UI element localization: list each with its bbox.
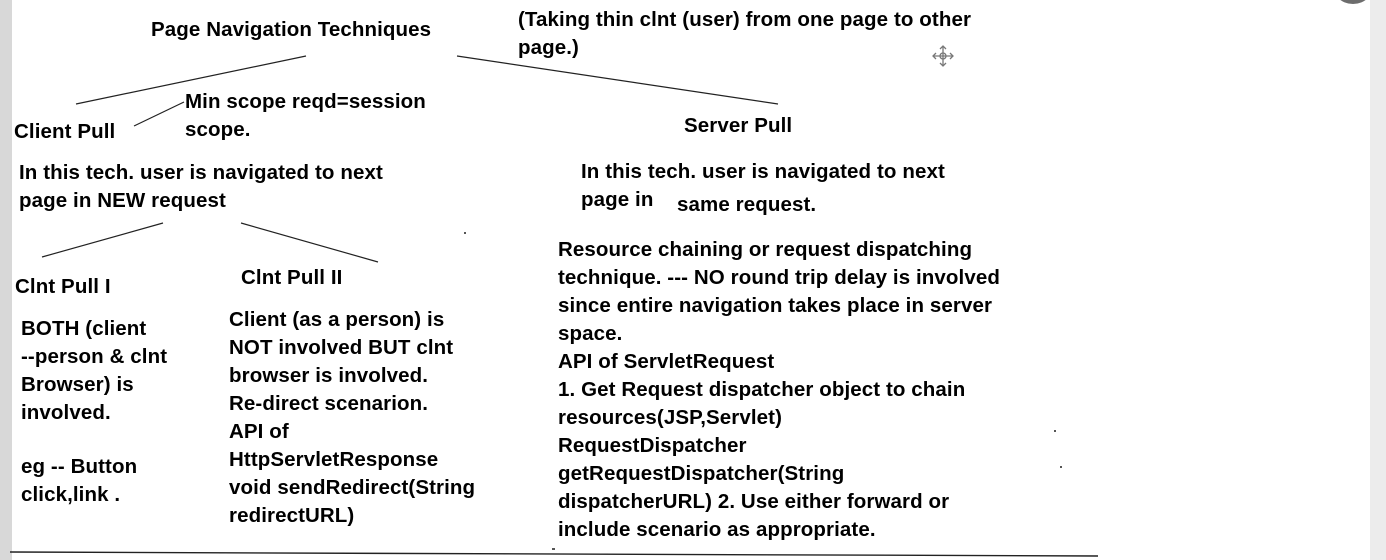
line-title-to-client-pull <box>75 55 307 105</box>
scan-dot <box>464 232 466 234</box>
client-pull-label: Client Pull <box>14 120 116 143</box>
scan-dot <box>1054 430 1056 432</box>
line-desc-to-pull-2 <box>240 222 379 263</box>
window-right-edge <box>1370 0 1386 560</box>
clnt-pull-1-label: Clnt Pull I <box>15 275 111 298</box>
clnt-pull-2-text: Client (as a person) is NOT involved BUT… <box>229 308 476 527</box>
scan-dot <box>552 548 555 550</box>
diagram-title: Page Navigation Techniques <box>151 18 432 41</box>
server-pull-description-line-2b: same request. <box>677 193 817 216</box>
client-pull-note: Min scope reqd=session scope. <box>185 90 426 141</box>
clnt-pull-1-example: eg -- Button click,link . <box>21 455 138 506</box>
line-desc-to-pull-1 <box>41 222 164 258</box>
server-pull-label: Server Pull <box>684 114 793 137</box>
bottom-divider <box>9 551 1099 557</box>
diagram-subtitle: (Taking thin clnt (user) from one page t… <box>518 8 972 59</box>
scan-dot <box>1060 466 1062 468</box>
server-pull-description-line-2a: page in <box>581 188 654 211</box>
move-cursor-icon <box>932 45 954 67</box>
clnt-pull-1-text: BOTH (client --person & clnt Browser) is… <box>21 317 168 424</box>
client-pull-description: In this tech. user is navigated to next … <box>19 161 383 212</box>
server-pull-description-line-1: In this tech. user is navigated to next <box>581 160 945 183</box>
window-left-edge <box>0 0 12 560</box>
server-pull-detail: Resource chaining or request dispatching… <box>558 238 1000 541</box>
line-title-to-server-pull <box>456 55 779 105</box>
window-corner-shadow <box>1331 0 1375 4</box>
line-client-pull-to-note <box>133 101 185 127</box>
clnt-pull-2-label: Clnt Pull II <box>241 266 343 289</box>
